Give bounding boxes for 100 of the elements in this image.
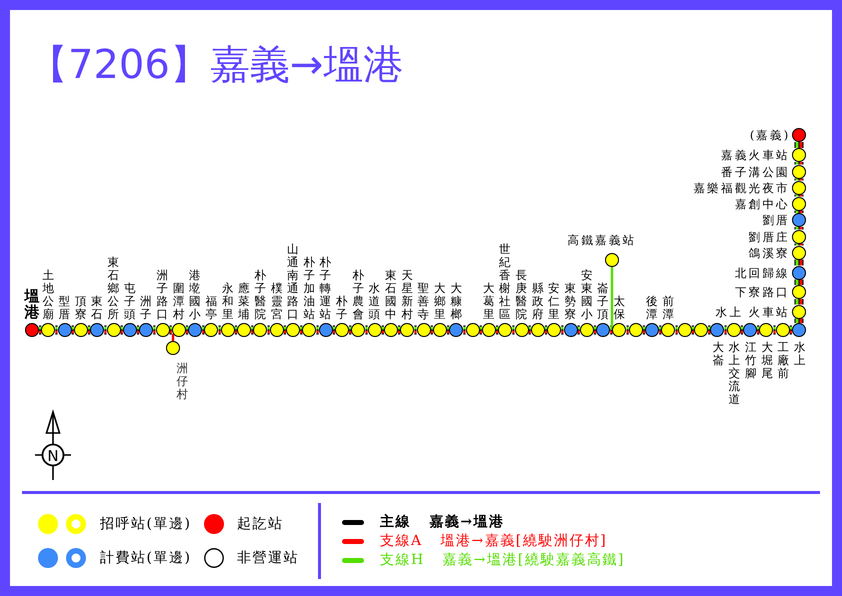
route-line [790, 326, 792, 334]
station-marker [759, 323, 774, 337]
route-line [794, 318, 804, 323]
station-marker [351, 323, 366, 337]
station-name: 朴子轉運站 [319, 256, 332, 321]
station-marker [139, 323, 154, 337]
route-line [382, 326, 384, 334]
route-line [202, 326, 204, 334]
branch-line [172, 334, 174, 341]
route-line [104, 326, 107, 334]
station-name: 鴿溪寮 [748, 246, 790, 260]
station-marker [188, 323, 202, 337]
station-marker [204, 323, 218, 337]
station-name: 天星新村 [400, 269, 414, 321]
station-name: 安仁里 [548, 282, 561, 321]
route-line [496, 326, 498, 334]
station-marker [530, 323, 545, 337]
station-marker [482, 323, 496, 337]
station-name: 港墘國小 [188, 269, 202, 321]
legend-text: 非營運站 [237, 549, 299, 567]
station-marker [605, 253, 619, 267]
station-marker [514, 323, 529, 337]
station-marker [628, 323, 643, 337]
station-name: 大鄉里 [433, 282, 446, 321]
station-name: 大葛里 [482, 282, 496, 321]
station-marker [335, 323, 350, 337]
route-line [267, 326, 270, 334]
route-line [136, 326, 140, 334]
legend-text: 起訖站 [237, 515, 284, 533]
station-marker [612, 323, 626, 337]
station-marker [400, 323, 414, 337]
station-marker [792, 196, 806, 210]
station-marker [776, 323, 790, 337]
station-name: 前潭 [662, 295, 675, 321]
route-line [446, 326, 450, 334]
station-marker [106, 323, 121, 337]
station-marker [726, 323, 741, 337]
station-marker [498, 323, 512, 337]
station-name: 大崙 [712, 341, 725, 367]
route-line [794, 280, 804, 285]
legend-text: 招呼站(單邊) [100, 515, 192, 533]
route-line [675, 326, 678, 334]
station-marker [580, 323, 594, 337]
station-name: 樸靈宮 [270, 282, 284, 321]
station-name: 頂寮 [74, 295, 88, 321]
route-line [55, 326, 58, 334]
station-marker [661, 323, 676, 337]
station-marker [792, 246, 806, 260]
station-marker [156, 323, 170, 337]
station-name: 聖善寺 [417, 282, 430, 321]
compass-letter: N [47, 448, 59, 464]
station-marker [302, 323, 316, 337]
route-line [234, 326, 238, 334]
station-name: 洲子路口 [156, 269, 170, 321]
station-marker [220, 323, 235, 337]
station-marker [792, 266, 806, 280]
station-marker [166, 341, 180, 355]
station-marker [416, 323, 431, 337]
station-marker [270, 323, 284, 337]
station-marker [432, 323, 447, 337]
route-line [794, 227, 804, 230]
station-name: 番子溝公園 [721, 164, 790, 178]
station-marker [792, 230, 806, 244]
station-name: 朴子農會 [352, 269, 365, 321]
route-line [578, 326, 580, 334]
route-line [300, 326, 302, 334]
route-line [594, 326, 596, 334]
station-marker [466, 323, 480, 337]
station-name: 嘉樂福觀光夜市 [693, 180, 790, 194]
station-marker [792, 164, 806, 178]
station-marker [449, 323, 464, 337]
station-name: 型厝 [58, 295, 72, 321]
route-line [794, 162, 804, 164]
station-name: 劉厝 [762, 213, 790, 227]
station-marker [24, 323, 39, 337]
station-name: 朴子 [336, 295, 349, 321]
station-name: 嘉創中心 [734, 196, 790, 210]
legend-text: 主線 嘉義→塭港 [380, 513, 505, 531]
route-line [153, 326, 156, 334]
station-marker [384, 323, 398, 337]
station-name: 江竹腳 [744, 341, 758, 380]
station-name: 朴子醫院 [254, 269, 267, 321]
station-marker [564, 323, 578, 337]
route-title: 【7206】嘉義→塭港 [28, 41, 404, 90]
station-marker [122, 323, 137, 337]
route-line [349, 326, 352, 334]
route-line [794, 260, 804, 266]
route-line [38, 326, 42, 334]
station-marker [792, 180, 806, 194]
station-marker [318, 323, 333, 337]
station-name: 東石國中 [384, 269, 398, 321]
route-line [463, 326, 466, 334]
station-marker [74, 323, 88, 337]
station-name: 洲子 [140, 295, 153, 321]
station-marker [792, 285, 806, 299]
station-name: 工廠前 [777, 341, 790, 380]
station-marker [792, 323, 806, 337]
station-name: (嘉義) [750, 128, 790, 142]
route-line [794, 178, 804, 180]
route-line [757, 326, 760, 334]
